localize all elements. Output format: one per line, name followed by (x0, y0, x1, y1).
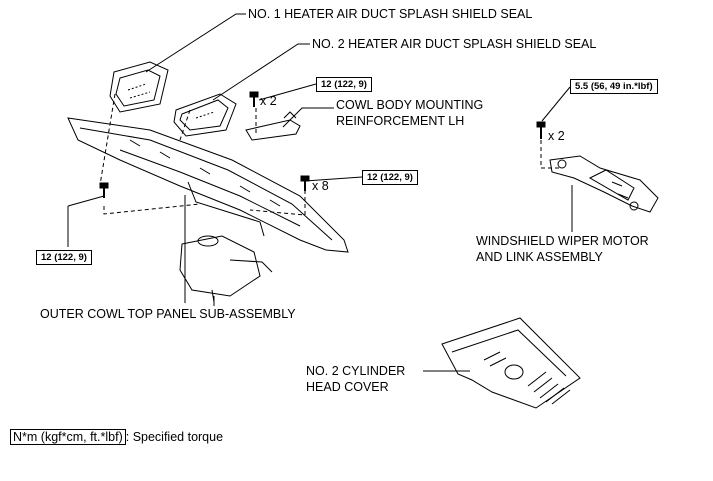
label-outer-cowl: OUTER COWL TOP PANEL SUB-ASSEMBLY (40, 307, 296, 321)
no2-heater-duct-seal (173, 93, 237, 137)
cylinder-head-cover (441, 317, 581, 409)
bolts (99, 91, 546, 198)
outer-cowl-top-panel (67, 117, 349, 253)
legend-text: : Specified torque (125, 430, 224, 444)
label-no2-seal: NO. 2 HEATER AIR DUCT SPLASH SHIELD SEAL (312, 37, 597, 51)
torque-legend: N*m (kgf*cm, ft.*lbf): Specified torque (10, 429, 224, 445)
label-cowl-reinf-2: REINFORCEMENT LH (336, 114, 465, 128)
label-no1-seal: NO. 1 HEATER AIR DUCT SPLASH SHIELD SEAL (248, 7, 533, 21)
leader-lines (67, 13, 573, 372)
label-head-cover-1: NO. 2 CYLINDER (306, 364, 406, 378)
qty-wiper-bolts: x 2 (548, 129, 565, 143)
washer-reservoir (179, 235, 273, 306)
label-head-cover-2: HEAD COVER (306, 380, 389, 394)
no1-heater-duct-seal (109, 61, 169, 113)
qty-reinf-bolts: x 2 (260, 94, 277, 108)
dashed-guides (99, 93, 560, 216)
torque-cowl-bolt-left: 12 (122, 9) (36, 250, 92, 265)
torque-cowl-bolts: 12 (122, 9) (362, 170, 418, 185)
label-wiper-1: WINDSHIELD WIPER MOTOR (476, 234, 649, 248)
wiper-motor-and-link (549, 155, 659, 213)
torque-reinf-bolts: 12 (122, 9) (316, 77, 372, 92)
label-cowl-reinf-1: COWL BODY MOUNTING (336, 98, 484, 112)
label-wiper-2: AND LINK ASSEMBLY (476, 250, 603, 264)
torque-wiper-bolts: 5.5 (56, 49 in.*lbf) (570, 79, 658, 94)
legend-unit-box: N*m (kgf*cm, ft.*lbf) (10, 429, 126, 445)
cowl-body-reinforcement (245, 111, 301, 141)
qty-cowl-bolts: x 8 (312, 179, 329, 193)
